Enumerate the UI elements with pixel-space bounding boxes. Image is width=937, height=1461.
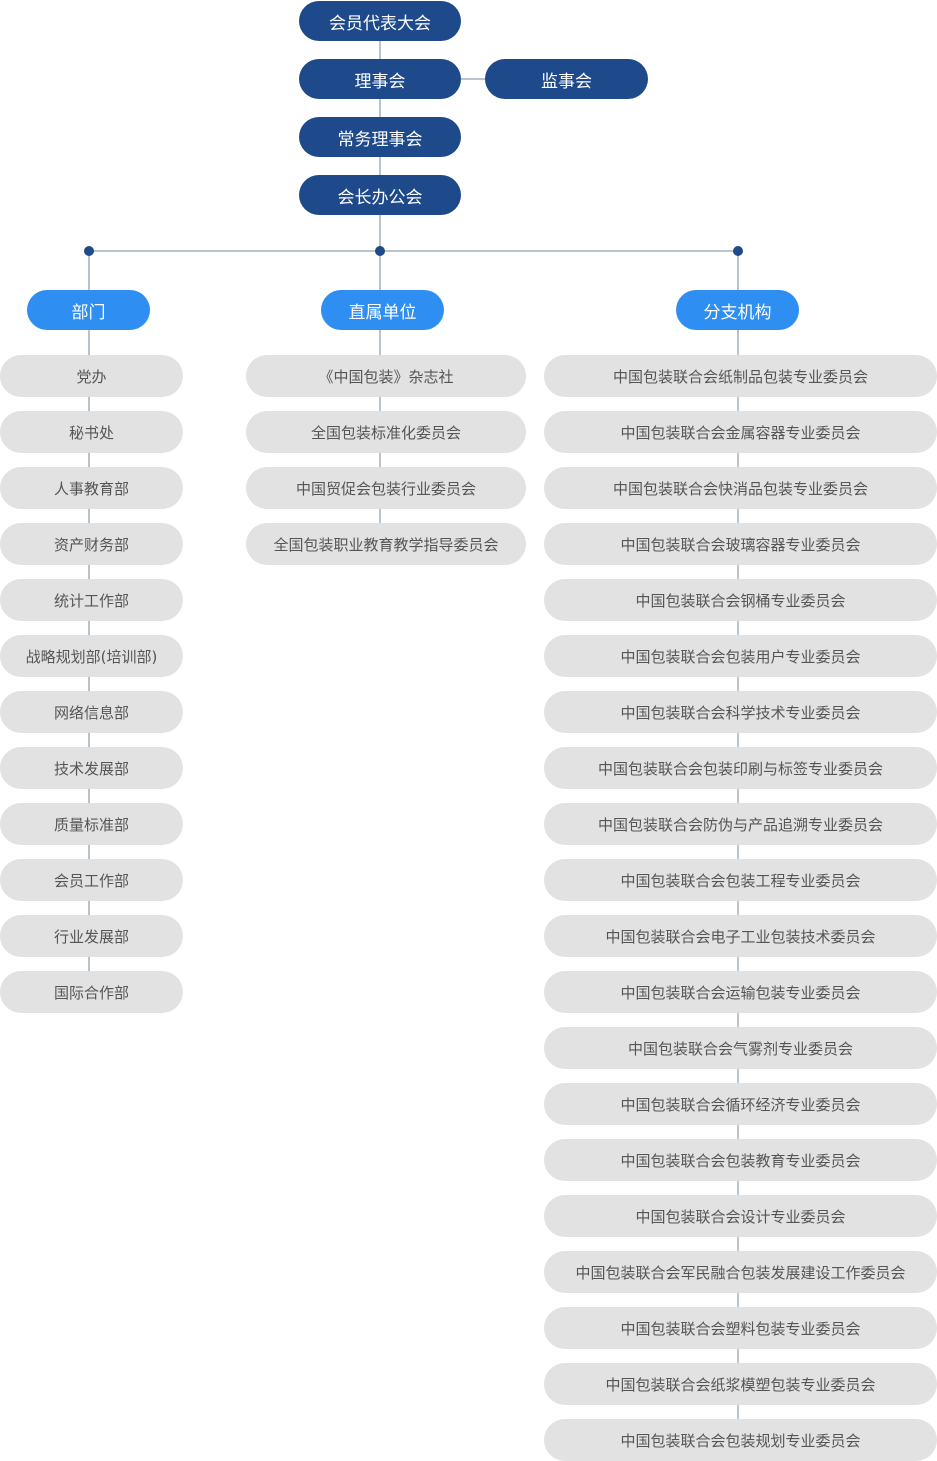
branch-item: 中国包装联合会包装用户专业委员会 xyxy=(544,635,937,677)
branch-item: 中国包装联合会塑料包装专业委员会 xyxy=(544,1307,937,1349)
connector-line xyxy=(461,78,486,80)
node-standing-council: 常务理事会 xyxy=(299,117,461,157)
connector-line xyxy=(88,252,90,992)
branch-item: 中国包装联合会包装规划专业委员会 xyxy=(544,1419,937,1461)
node-council: 理事会 xyxy=(299,59,461,99)
affiliated-unit-item: 全国包装标准化委员会 xyxy=(246,411,526,453)
junction-dot xyxy=(84,246,94,256)
branch-item: 中国包装联合会设计专业委员会 xyxy=(544,1195,937,1237)
affiliated-unit-item: 《中国包装》杂志社 xyxy=(246,355,526,397)
department-item: 质量标准部 xyxy=(0,803,183,845)
branch-item: 中国包装联合会气雾剂专业委员会 xyxy=(544,1027,937,1069)
connector-line xyxy=(379,252,381,544)
connector-line xyxy=(88,250,739,252)
branch-item: 中国包装联合会钢桶专业委员会 xyxy=(544,579,937,621)
branch-item: 中国包装联合会金属容器专业委员会 xyxy=(544,411,937,453)
branch-item: 中国包装联合会包装教育专业委员会 xyxy=(544,1139,937,1181)
branch-item: 中国包装联合会包装印刷与标签专业委员会 xyxy=(544,747,937,789)
node-assembly: 会员代表大会 xyxy=(299,1,461,41)
junction-dot xyxy=(375,246,385,256)
group-title-branches: 分支机构 xyxy=(676,290,799,330)
junction-dot xyxy=(733,246,743,256)
group-title-affiliated-units: 直属单位 xyxy=(321,290,444,330)
node-president-office: 会长办公会 xyxy=(299,175,461,215)
connector-line xyxy=(737,252,739,1440)
department-item: 党办 xyxy=(0,355,183,397)
branch-item: 中国包装联合会快消品包装专业委员会 xyxy=(544,467,937,509)
branch-item: 中国包装联合会科学技术专业委员会 xyxy=(544,691,937,733)
department-item: 网络信息部 xyxy=(0,691,183,733)
branch-item: 中国包装联合会纸制品包装专业委员会 xyxy=(544,355,937,397)
branch-item: 中国包装联合会玻璃容器专业委员会 xyxy=(544,523,937,565)
affiliated-unit-item: 中国贸促会包装行业委员会 xyxy=(246,467,526,509)
group-title-departments: 部门 xyxy=(27,290,150,330)
branch-item: 中国包装联合会军民融合包装发展建设工作委员会 xyxy=(544,1251,937,1293)
department-item: 行业发展部 xyxy=(0,915,183,957)
branch-item: 中国包装联合会电子工业包装技术委员会 xyxy=(544,915,937,957)
department-item: 秘书处 xyxy=(0,411,183,453)
branch-item: 中国包装联合会运输包装专业委员会 xyxy=(544,971,937,1013)
branch-item: 中国包装联合会循环经济专业委员会 xyxy=(544,1083,937,1125)
branch-item: 中国包装联合会防伪与产品追溯专业委员会 xyxy=(544,803,937,845)
department-item: 人事教育部 xyxy=(0,467,183,509)
department-item: 战略规划部(培训部) xyxy=(0,635,183,677)
department-item: 技术发展部 xyxy=(0,747,183,789)
branch-item: 中国包装联合会包装工程专业委员会 xyxy=(544,859,937,901)
department-item: 国际合作部 xyxy=(0,971,183,1013)
department-item: 统计工作部 xyxy=(0,579,183,621)
node-supervisors: 监事会 xyxy=(485,59,648,99)
branch-item: 中国包装联合会纸浆模塑包装专业委员会 xyxy=(544,1363,937,1405)
department-item: 资产财务部 xyxy=(0,523,183,565)
department-item: 会员工作部 xyxy=(0,859,183,901)
affiliated-unit-item: 全国包装职业教育教学指导委员会 xyxy=(246,523,526,565)
